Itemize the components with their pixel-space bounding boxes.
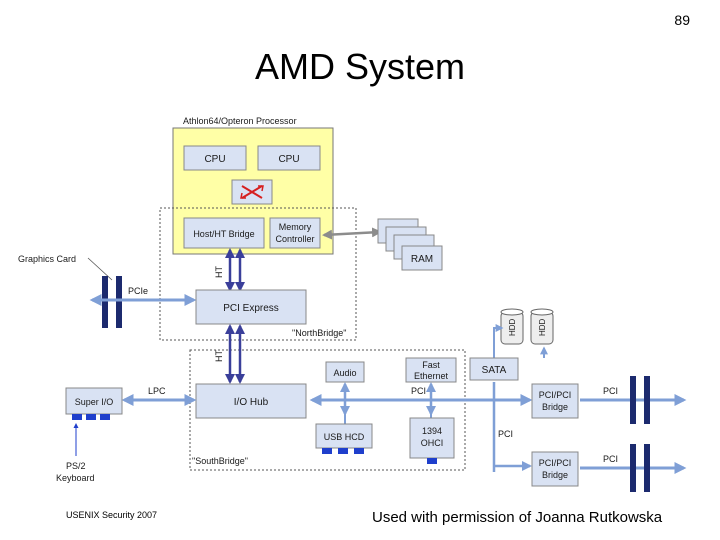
southbridge-region xyxy=(189,349,466,471)
super-io-label: Super I/O xyxy=(75,397,114,407)
host-ht-bridge-label: Host/HT Bridge xyxy=(193,229,254,239)
lpc-label: LPC xyxy=(148,386,166,396)
hdd-icon-1 xyxy=(500,308,524,345)
pci-pci-bridge-2-box xyxy=(531,451,579,487)
pci-slot-1b xyxy=(644,376,650,424)
hdd-label-2: HDD xyxy=(538,318,547,336)
usb-port-2 xyxy=(338,448,348,454)
hdd-icon-2 xyxy=(530,308,554,345)
fast-ethernet-label-1: Fast xyxy=(422,360,440,370)
graphics-card-label: Graphics Card xyxy=(18,254,76,264)
cpu-label-2: CPU xyxy=(278,154,299,165)
memory-bus-arrow xyxy=(322,227,382,240)
footer-right-credit: Used with permission of Joanna Rutkowska xyxy=(372,509,663,526)
pci-express-label: PCI Express xyxy=(223,303,279,314)
processor-label: Athlon64/Opteron Processor xyxy=(183,116,297,126)
sata-label: SATA xyxy=(482,365,507,376)
usb-hcd-box xyxy=(315,423,373,449)
southbridge-label: "SouthBridge" xyxy=(192,456,248,466)
memory-controller-box xyxy=(269,217,321,249)
graphics-slot-left xyxy=(102,276,108,328)
northbridge-label: "NorthBridge" xyxy=(292,328,346,338)
ht-label-top: HT xyxy=(214,266,224,278)
pcie-label: PCIe xyxy=(128,286,148,296)
hdd-label-1: HDD xyxy=(508,318,517,336)
ht-label-bottom: HT xyxy=(214,350,224,362)
usb-port-1 xyxy=(322,448,332,454)
audio-label: Audio xyxy=(333,368,356,378)
keyboard-label: Keyboard xyxy=(56,473,95,483)
ram-label: RAM xyxy=(411,254,433,265)
sata-box xyxy=(469,357,519,381)
ohci-label-1: 1394 xyxy=(422,426,442,436)
pci-express-box xyxy=(195,289,307,325)
firewire-port xyxy=(427,458,437,464)
page-number: 89 xyxy=(674,12,690,28)
host-ht-bridge-box xyxy=(183,217,265,249)
pci-slot-2b xyxy=(644,444,650,492)
super-io-port-3 xyxy=(100,414,110,420)
usb-hcd-label: USB HCD xyxy=(324,432,365,442)
super-io-port-2 xyxy=(86,414,96,420)
io-hub-label: I/O Hub xyxy=(234,397,269,408)
footer-left-credit: USENIX Security 2007 xyxy=(66,510,158,520)
pci-label-mid: PCI xyxy=(498,429,513,439)
ram-module-4 xyxy=(401,245,443,271)
pci-right-label-2: PCI xyxy=(603,454,618,464)
pci-label-ethernet: PCI xyxy=(411,386,426,396)
red-cross-arrows-icon xyxy=(241,185,263,199)
pci-slot-1a xyxy=(630,376,636,424)
sata-link-hdd-1 xyxy=(493,324,504,358)
northbridge-region xyxy=(159,207,357,341)
io-hub-box xyxy=(195,383,307,419)
memory-controller-label-1: Memory xyxy=(279,222,312,232)
pci-pci-bridge-1-label-2: Bridge xyxy=(542,402,568,412)
pci-pci-bridge-2-label-2: Bridge xyxy=(542,470,568,480)
graphics-card-callout xyxy=(87,257,113,281)
red-arrowheads-icon xyxy=(240,185,264,199)
super-io-port-1 xyxy=(72,414,82,420)
memory-controller-label-2: Controller xyxy=(275,234,314,244)
ps2-label: PS/2 xyxy=(66,461,86,471)
slide-title: AMD System xyxy=(254,46,466,87)
pci-slot-2a xyxy=(630,444,636,492)
pci-pci-bridge-1-box xyxy=(531,383,579,419)
usb-port-3 xyxy=(354,448,364,454)
ohci-label-2: OHCI xyxy=(421,438,444,448)
cpu-box-1 xyxy=(183,145,247,171)
super-io-box xyxy=(65,387,123,415)
graphics-slot-right xyxy=(116,276,122,328)
cpu-box-2 xyxy=(257,145,321,171)
fast-ethernet-label-2: Ethernet xyxy=(414,371,449,381)
cpu-label-1: CPU xyxy=(204,154,225,165)
pci-pci-bridge-1-label-1: PCI/PCI xyxy=(539,390,572,400)
pci-pci-bridge-2-label-1: PCI/PCI xyxy=(539,458,572,468)
pci-right-label-1: PCI xyxy=(603,386,618,396)
fast-ethernet-box xyxy=(405,357,457,383)
